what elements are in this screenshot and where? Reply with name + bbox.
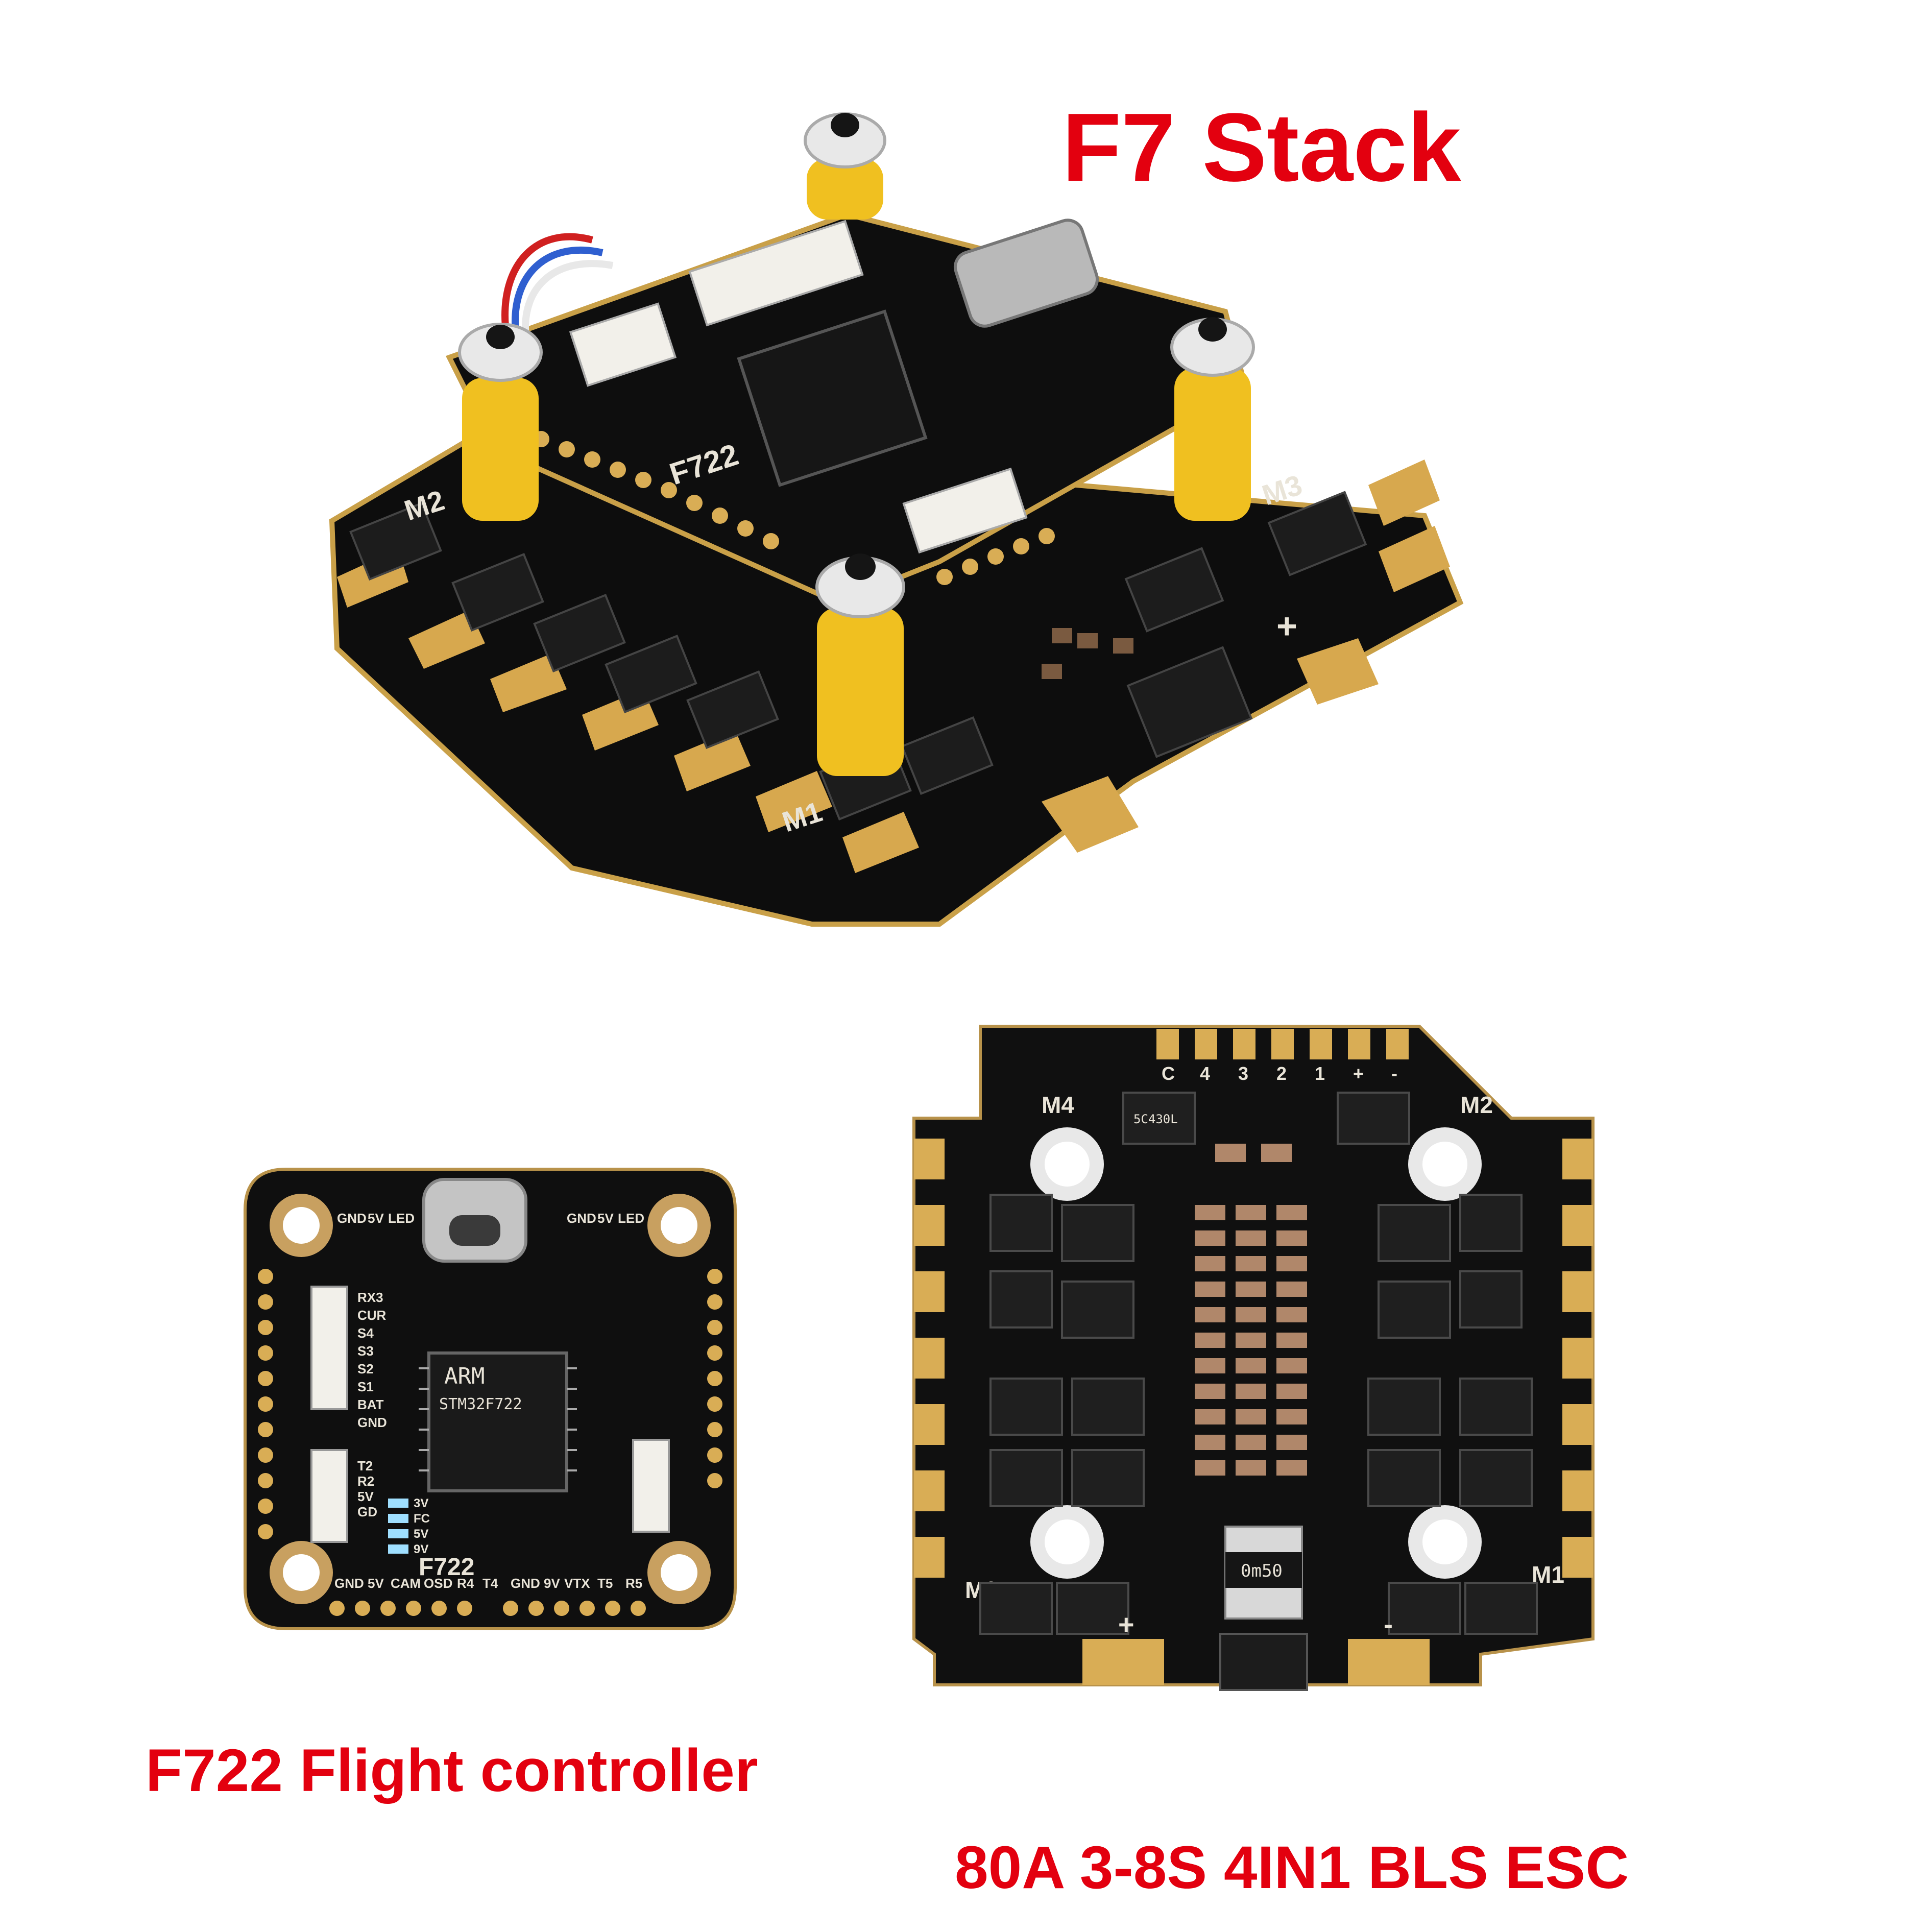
svg-text:CAM: CAM xyxy=(391,1576,421,1591)
fc-connector-labels: RX3 CUR S4 S3 S2 S1 BAT GND xyxy=(357,1290,387,1430)
svg-text:3: 3 xyxy=(1238,1063,1248,1084)
svg-text:GND: GND xyxy=(337,1211,367,1226)
svg-text:R2: R2 xyxy=(357,1474,374,1489)
svg-text:5V: 5V xyxy=(357,1489,374,1504)
svg-text:RX3: RX3 xyxy=(357,1290,383,1305)
flight-controller-caption: F722 Flight controller xyxy=(146,1737,758,1804)
standoff-front-left xyxy=(458,323,543,521)
esc-resistor-label: 0m50 xyxy=(1241,1561,1283,1581)
fc-mcu-part: STM32F722 xyxy=(439,1395,522,1413)
fc-side-labels: T2 R2 5V GD xyxy=(357,1458,377,1519)
svg-text:GND: GND xyxy=(567,1211,596,1226)
standoff-front xyxy=(815,553,905,776)
standoffs xyxy=(458,112,1255,776)
flight-controller-top-board: F722 xyxy=(446,211,1249,606)
stack-title: F7 Stack xyxy=(1062,93,1461,202)
svg-text:R5: R5 xyxy=(625,1576,642,1591)
svg-text:T4: T4 xyxy=(482,1576,498,1591)
svg-text:2: 2 xyxy=(1276,1063,1287,1084)
svg-text:CUR: CUR xyxy=(357,1308,387,1323)
svg-text:S4: S4 xyxy=(357,1325,374,1341)
svg-text:GND: GND xyxy=(357,1415,387,1430)
esc-label-m2: M2 xyxy=(1460,1092,1493,1118)
fc-bottom-pad-labels: GND 5V CAM OSD R4 T4 GND 9V VTX T5 R5 xyxy=(334,1576,642,1591)
standoff-back xyxy=(804,112,886,220)
fc-mcu-icon xyxy=(427,1351,568,1492)
fc-status-leds: 3V FC 5V 9V xyxy=(388,1496,430,1556)
mcu-chip-icon xyxy=(737,309,928,487)
svg-text:9V: 9V xyxy=(544,1576,560,1591)
svg-text:9V: 9V xyxy=(414,1542,428,1556)
svg-text:3V: 3V xyxy=(414,1496,428,1510)
esc-top-pad-labels: C 4 3 2 1 + - xyxy=(1162,1063,1397,1084)
svg-text:5V: 5V xyxy=(368,1211,384,1226)
svg-text:LED: LED xyxy=(388,1211,415,1226)
esc-4in1-board: C 4 3 2 1 + - M4 M2 M3 xyxy=(912,1025,1595,1691)
f722-flight-controller: ARM STM32F722 GND 5V CAM OSD R4 T4 xyxy=(244,1168,737,1630)
svg-text:+: + xyxy=(1276,606,1297,646)
esc-minus-label: - xyxy=(1384,1609,1393,1640)
svg-text:GND: GND xyxy=(511,1576,540,1591)
esc-caption: 80A 3-8S 4IN1 BLS ESC xyxy=(955,1834,1629,1901)
svg-text:GD: GD xyxy=(357,1504,377,1519)
svg-text:GND: GND xyxy=(334,1576,364,1591)
svg-text:4: 4 xyxy=(1200,1063,1210,1084)
fc-mounting-holes xyxy=(270,1194,711,1604)
svg-text:BAT: BAT xyxy=(357,1397,384,1412)
svg-text:S1: S1 xyxy=(357,1379,374,1394)
esc-mosfet-marking: 5C430L xyxy=(1133,1112,1178,1126)
svg-text:S2: S2 xyxy=(357,1361,374,1376)
fc-model-label: F722 xyxy=(419,1554,474,1581)
fc-top-pad-labels: GND 5V LED GND 5V LED xyxy=(337,1211,644,1226)
esc-diode-icon xyxy=(1219,1633,1308,1691)
svg-text:T5: T5 xyxy=(597,1576,613,1591)
svg-text:5V: 5V xyxy=(414,1527,428,1541)
svg-text:5V: 5V xyxy=(597,1211,614,1226)
esc-mounting-holes xyxy=(1030,1127,1482,1579)
svg-text:1: 1 xyxy=(1315,1063,1325,1084)
svg-text:FC: FC xyxy=(414,1512,430,1526)
svg-text:T2: T2 xyxy=(357,1458,373,1474)
svg-text:OSD: OSD xyxy=(424,1576,452,1591)
esc-label-m4: M4 xyxy=(1042,1092,1074,1118)
svg-text:C: C xyxy=(1162,1063,1175,1084)
svg-text:5V: 5V xyxy=(368,1576,384,1591)
svg-text:VTX: VTX xyxy=(564,1576,590,1591)
usb-c-port-icon xyxy=(953,219,1099,328)
svg-text:+: + xyxy=(1353,1063,1364,1084)
svg-text:LED: LED xyxy=(618,1211,644,1226)
standoff-right xyxy=(1170,317,1255,521)
esc-capacitor-array xyxy=(1195,1144,1307,1476)
esc-plus-label: + xyxy=(1118,1609,1134,1640)
fc-mcu-brand: ARM xyxy=(444,1363,485,1389)
svg-text:-: - xyxy=(1391,1063,1397,1084)
svg-text:S3: S3 xyxy=(357,1343,374,1359)
svg-text:R4: R4 xyxy=(457,1576,474,1591)
